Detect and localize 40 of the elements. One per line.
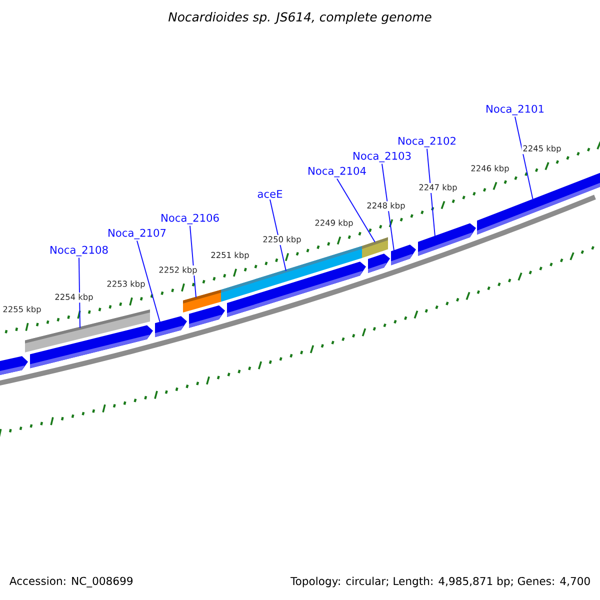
scale-label: 2252 kbp (158, 266, 198, 276)
scale-label: 2245 kbp (522, 144, 562, 154)
gene-block (227, 262, 366, 318)
gene-block (391, 244, 416, 266)
gene-block (418, 223, 476, 256)
scale-label: 2247 kbp (418, 183, 458, 193)
scale-label: 2251 kbp (210, 250, 250, 261)
gene-label: Noca_2101 (486, 104, 544, 116)
leader-line (78, 257, 80, 328)
gene-bar (362, 237, 388, 258)
gene-label: aceE (258, 190, 282, 198)
gene-block (30, 325, 153, 368)
gene-label: Noca_2104 (308, 166, 366, 178)
gene-block (189, 305, 225, 328)
scale-label: 2254 kbp (54, 292, 94, 303)
gene-block (368, 254, 390, 273)
leader-line (514, 116, 534, 201)
title: Nocardioides sp. JS614, complete genome (168, 12, 432, 24)
footer-text: Topology: circular; Length: 4,985,871 bp; Genes: 4,700 (290, 576, 590, 588)
gene-label: Noca_2108 (50, 246, 108, 256)
scale-label: 2248 kbp (366, 201, 406, 212)
leader-line (336, 178, 376, 243)
gene-label: Noca_2102 (398, 136, 456, 148)
scale-label: 2246 kbp (470, 164, 510, 174)
scale-label: 2255 kbp (2, 304, 42, 315)
leader-line (136, 240, 160, 323)
gene-block (155, 316, 187, 338)
leader-line (270, 199, 286, 272)
scale-label: 2249 kbp (314, 218, 354, 228)
gene-label: Noca_2107 (108, 228, 166, 240)
gene-label: Noca_2103 (354, 152, 411, 162)
gene-block (0, 356, 28, 378)
leader-line (426, 148, 436, 237)
gene-label: Noca_2106 (162, 214, 219, 224)
footer-text: Accession: NC_008699 (10, 576, 133, 588)
leader-line (190, 225, 196, 298)
scale-label: 2253 kbp (106, 280, 146, 290)
leader-line (382, 163, 394, 252)
scale-label: 2250 kbp (262, 235, 302, 245)
gene-block (477, 171, 600, 235)
